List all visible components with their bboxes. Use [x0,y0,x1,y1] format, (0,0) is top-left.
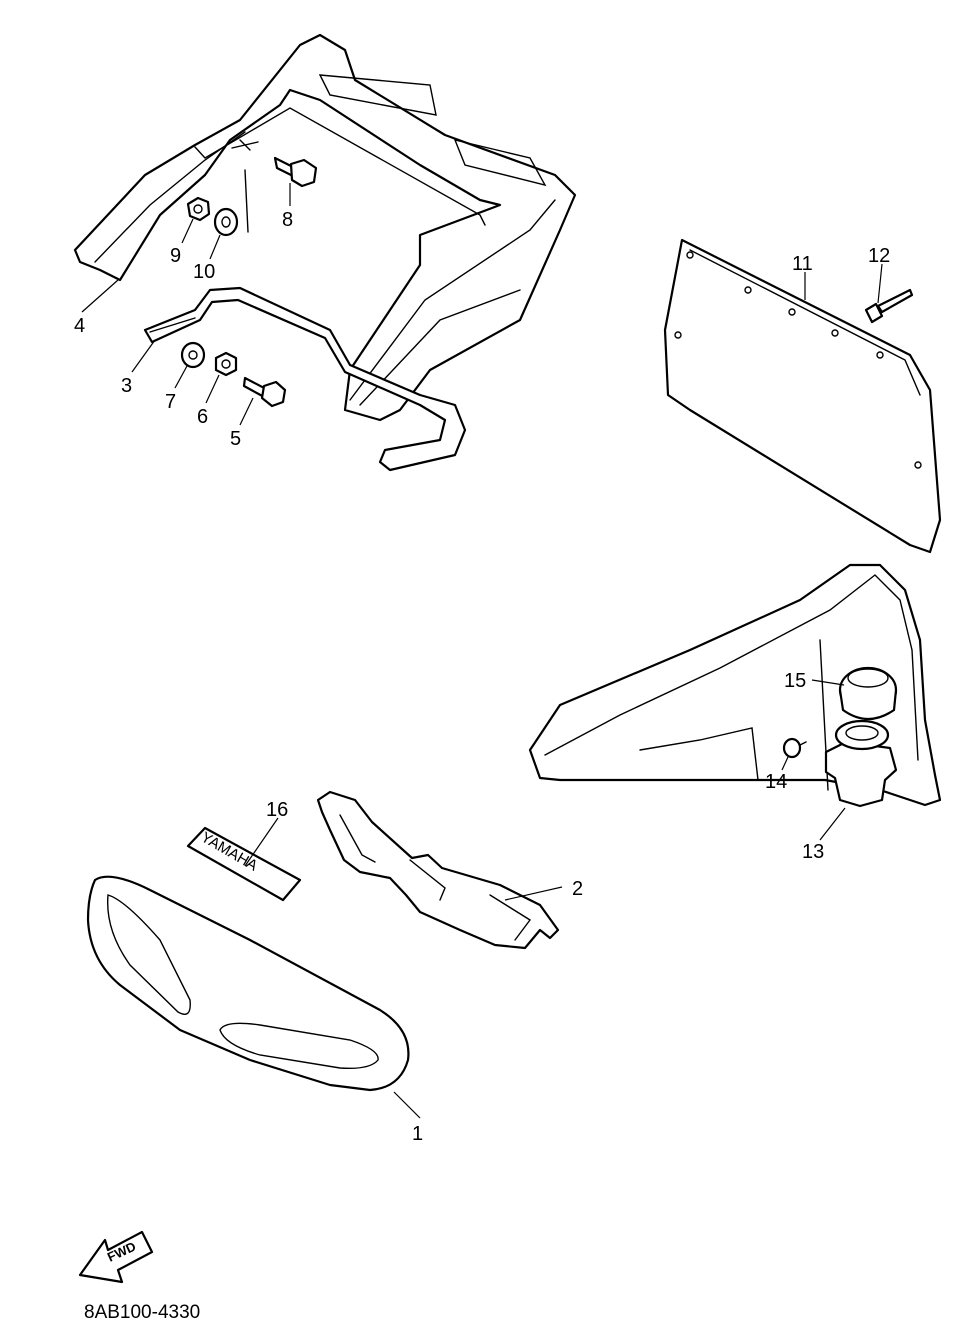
part-15-cap [838,666,898,721]
part-16-decal: YAMAHA [186,826,302,902]
part-4-rack-frame [73,33,577,422]
part-2-duct [316,790,560,950]
callout-10: 10 [193,261,215,283]
cowl-housing [528,563,942,807]
callout-16: 16 [266,799,288,821]
callout-6: 6 [197,406,208,428]
part-3-bracket [143,286,467,472]
part-10-washer [213,207,239,237]
fwd-arrow-icon: FWD [78,1230,154,1284]
part-6-nut [214,351,238,377]
part-8-bolt [273,156,318,188]
part-5-bolt [242,376,287,408]
part-13-socket [824,719,898,808]
callout-11: 11 [792,253,813,275]
callout-13: 13 [802,841,824,863]
callout-5: 5 [230,428,241,450]
callout-14: 14 [765,771,787,793]
callout-15: 15 [784,670,806,692]
part-1-guard [86,875,410,1092]
leader-lines [81,183,883,1119]
callout-2: 2 [572,878,583,900]
part-7-washer [180,341,206,369]
callout-9: 9 [170,245,181,267]
part-14-clip [782,737,807,759]
callout-4: 4 [74,315,85,337]
drawing-code: 8AB100-4330 [84,1302,200,1323]
callout-7: 7 [165,391,176,413]
callout-labels: 1 2 3 4 5 6 7 8 9 10 11 12 13 14 15 16 [74,209,890,1145]
part-9-nut [186,196,211,222]
callout-8: 8 [282,209,293,231]
part-11-panel [663,238,942,554]
callout-1: 1 [412,1123,423,1145]
callout-3: 3 [121,375,132,397]
callout-12: 12 [868,245,890,267]
part-12-rivet [864,288,914,324]
